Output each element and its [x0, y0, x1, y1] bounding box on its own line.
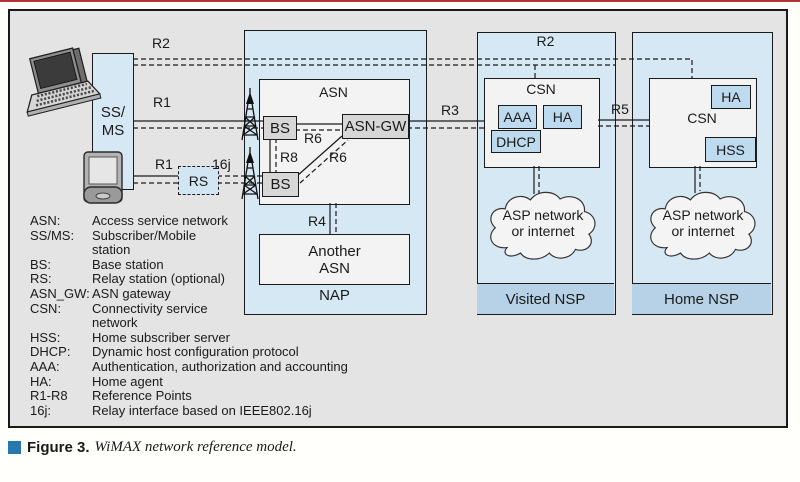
legend-term: 16j: [30, 402, 51, 418]
legend-row: CSN: Connectivity service network [30, 300, 370, 331]
legend-row: RS: Relay station (optional) [30, 272, 370, 287]
legend-row: ASN: Access service network [30, 213, 370, 229]
cloud-home-label: ASP network or internet [662, 207, 744, 239]
legend-desc: Access service network [92, 213, 228, 228]
legend-desc: ASN gateway [92, 285, 171, 301]
hss-box: HSS [705, 137, 756, 162]
rs-label: RS [188, 172, 209, 189]
r2-visited-label: R2 [536, 33, 555, 49]
top-rule [0, 0, 800, 2]
bs-box-2: BS [262, 172, 299, 197]
legend-desc: Relay interface based on IEEE802.16j [92, 402, 312, 418]
legend-row: R1-R8 Reference Points [30, 389, 370, 404]
phone-icon [83, 151, 123, 204]
legend-term: R1-R8 [30, 388, 68, 404]
legend-term: CSN: [30, 300, 62, 316]
nap-label: NAP [319, 287, 350, 304]
visited-nsp-footer: Visited NSP [477, 283, 614, 314]
legend-row: HSS: Home subscriber server [30, 329, 370, 346]
r3-label: R3 [441, 102, 459, 118]
legend-term: HA: [30, 373, 52, 389]
r5-label: R5 [611, 101, 629, 117]
legend-row: DHCP: Dynamic host configuration protocol [30, 345, 370, 360]
bs-box-1: BS [263, 116, 297, 140]
aaa-box: AAA [498, 105, 537, 129]
caption-text: WiMAX network reference model. [94, 439, 297, 455]
caption-bullet-icon [8, 441, 21, 454]
another-asn-label: Another ASN [308, 242, 361, 277]
ss-ms-label: SS/ MS [100, 103, 126, 139]
legend-desc: Relay station (optional) [92, 271, 225, 287]
legend-desc: Base station [92, 256, 164, 272]
antenna-tower-icon-1 [241, 88, 259, 141]
legend: ASN: Access service network SS/MS: Subscri… [30, 213, 370, 419]
r6-diagonal-label: R6 [329, 149, 347, 165]
legend-desc: Home agent [92, 373, 163, 389]
ha-box-home: HA [711, 85, 751, 109]
cloud-visited-label: ASP network or internet [502, 207, 584, 239]
home-nsp-footer: Home NSP [632, 283, 771, 314]
legend-term: AAA: [30, 358, 60, 374]
legend-term: BS: [30, 256, 51, 272]
rs-box: RS [178, 166, 219, 195]
legend-row: 16j: Relay interface based on IEEE802.16j [30, 402, 370, 419]
legend-term: DHCP: [30, 344, 71, 360]
legend-desc: Dynamic host configuration protocol [92, 344, 299, 360]
laptop-icon [26, 47, 102, 117]
dhcp-box: DHCP [491, 130, 541, 153]
legend-row: AAA: Authentication, authorization and ac… [30, 358, 370, 375]
asn-title: ASN [319, 84, 348, 100]
legend-term: ASN_GW: [30, 285, 90, 301]
legend-desc: Subscriber/Mobile station [92, 227, 197, 258]
legend-row: BS: Base station [30, 256, 370, 273]
asn-gw-box: ASN-GW [342, 114, 409, 139]
legend-term: ASN: [30, 213, 61, 228]
legend-row: ASN_GW:ASN gateway [30, 285, 370, 302]
r4-label: R4 [308, 213, 326, 229]
r1-bottom-label: R1 [155, 156, 173, 172]
legend-row: HA: Home agent [30, 373, 370, 390]
r1-top-label: R1 [153, 94, 171, 110]
r8-label: R8 [280, 149, 298, 165]
legend-term: RS: [30, 271, 52, 287]
cloud-visited-icon [490, 191, 596, 260]
legend-desc: Connectivity service network [92, 300, 208, 331]
antenna-tower-icon-2 [241, 147, 259, 200]
csn-home-title: CSN [687, 110, 717, 126]
another-asn-box: Another ASN [259, 234, 410, 285]
legend-term: HSS: [30, 329, 61, 345]
caption-label: Figure 3. [27, 439, 90, 456]
cloud-home-icon [650, 191, 756, 260]
legend-desc: Home subscriber server [92, 329, 230, 345]
legend-term: SS/MS: [30, 227, 75, 243]
legend-desc: Authentication, authorization and accoun… [92, 358, 348, 374]
r6-horizontal-label: R6 [304, 130, 322, 146]
r2-left-label: R2 [152, 35, 170, 51]
legend-desc: Reference Points [92, 388, 192, 404]
r6-diagonal-solid-line [296, 135, 343, 177]
r6-diagonal-dashed-line [299, 139, 349, 184]
r2-upper-dashed-line [133, 58, 693, 78]
ha-box-visited: HA [543, 105, 582, 129]
legend-row: SS/MS: Subscriber/Mobile station [30, 227, 370, 258]
figure-caption: Figure 3. WiMAX network reference model. [8, 439, 508, 456]
sixteenj-label: 16j [212, 156, 231, 172]
csn-visited-title: CSN [526, 81, 556, 97]
